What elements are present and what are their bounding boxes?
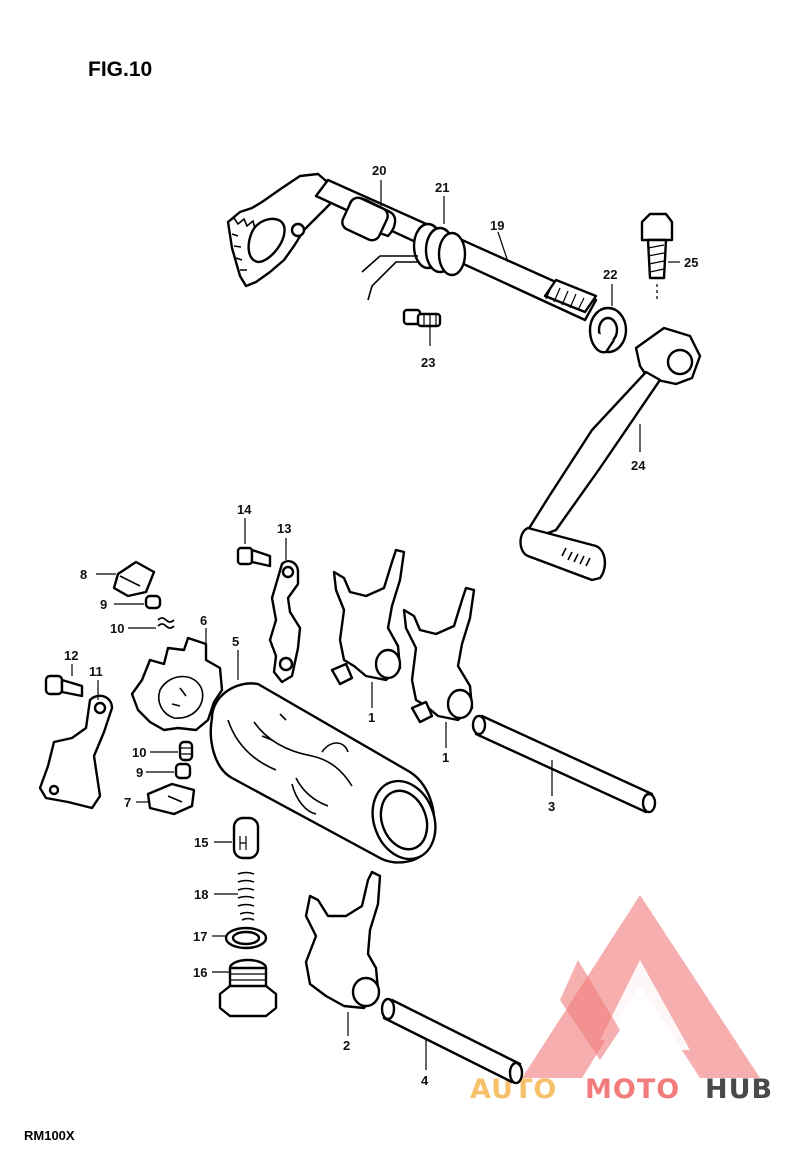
callout-24: 24 (631, 458, 646, 473)
callout-13: 13 (277, 521, 291, 536)
leader-lines (71, 180, 680, 1070)
part-25-bolt (640, 212, 674, 302)
callout-23: 23 (421, 355, 435, 370)
part-15-neutral-pin (232, 816, 260, 860)
part-3-fork-shaft (471, 714, 657, 814)
callout-10-upper: 10 (110, 621, 124, 636)
part-22-oil-seal (588, 306, 628, 354)
callout-14: 14 (237, 502, 252, 517)
part-12-bolt (44, 674, 84, 698)
part-1-shift-fork-b (402, 586, 476, 724)
part-2-shift-fork (304, 870, 382, 1010)
part-18-spring (237, 871, 255, 921)
part-1-shift-fork-a (330, 548, 406, 686)
part-9-pin-upper (144, 594, 162, 610)
callout-7: 7 (124, 795, 131, 810)
callout-12: 12 (64, 648, 78, 663)
callout-5: 5 (232, 634, 239, 649)
callout-25: 25 (684, 255, 698, 270)
callout-21: 21 (435, 180, 449, 195)
callout-19: 19 (490, 218, 504, 233)
callout-1-b: 1 (442, 750, 449, 765)
callout-18: 18 (194, 887, 208, 902)
figure-title: FIG.10 (88, 58, 152, 81)
callout-22: 22 (603, 267, 617, 282)
watermark-logo: AUTO MOTO HUB (470, 895, 773, 1105)
callout-8: 8 (80, 567, 87, 582)
part-7-cam-stopper (146, 782, 196, 816)
part-23-stopper-bolt (402, 308, 442, 328)
callout-6: 6 (200, 613, 207, 628)
part-17-o-ring (224, 926, 268, 950)
callout-17: 17 (193, 929, 207, 944)
callout-9-lower: 9 (136, 765, 143, 780)
part-6-gear-cam-star (130, 636, 224, 732)
callout-3: 3 (548, 799, 555, 814)
part-9-pin-lower (174, 762, 192, 780)
callout-10-lower: 10 (132, 745, 146, 760)
model-code: RM100X (24, 1128, 75, 1143)
callout-16: 16 (193, 965, 207, 980)
part-20-shift-shaft-arm (226, 172, 334, 288)
part-5-gearshift-cam-drum (209, 682, 437, 864)
callout-11: 11 (89, 664, 103, 679)
watermark-hub: HUB (705, 1074, 773, 1105)
callout-1-a: 1 (368, 710, 375, 725)
watermark-moto: MOTO (585, 1074, 680, 1105)
part-21-return-spring (361, 222, 467, 301)
part-13-guide-plate (268, 560, 302, 684)
callout-9-upper: 9 (100, 597, 107, 612)
callout-labels: 20 21 19 22 25 23 24 14 13 8 9 10 6 5 12… (64, 163, 698, 1088)
part-8-cam-stopper (112, 560, 156, 598)
part-4-fork-shaft (380, 997, 524, 1085)
callout-20: 20 (372, 163, 386, 178)
part-11-stopper-plate (38, 694, 114, 810)
callout-2: 2 (343, 1038, 350, 1053)
part-16-plug (218, 958, 278, 1018)
part-24-shift-pedal (519, 326, 702, 582)
part-10-spring-upper (157, 617, 175, 629)
callout-4: 4 (421, 1073, 429, 1088)
callout-15: 15 (194, 835, 208, 850)
part-10-spring-lower (178, 740, 194, 762)
part-14-bolt (236, 546, 272, 568)
